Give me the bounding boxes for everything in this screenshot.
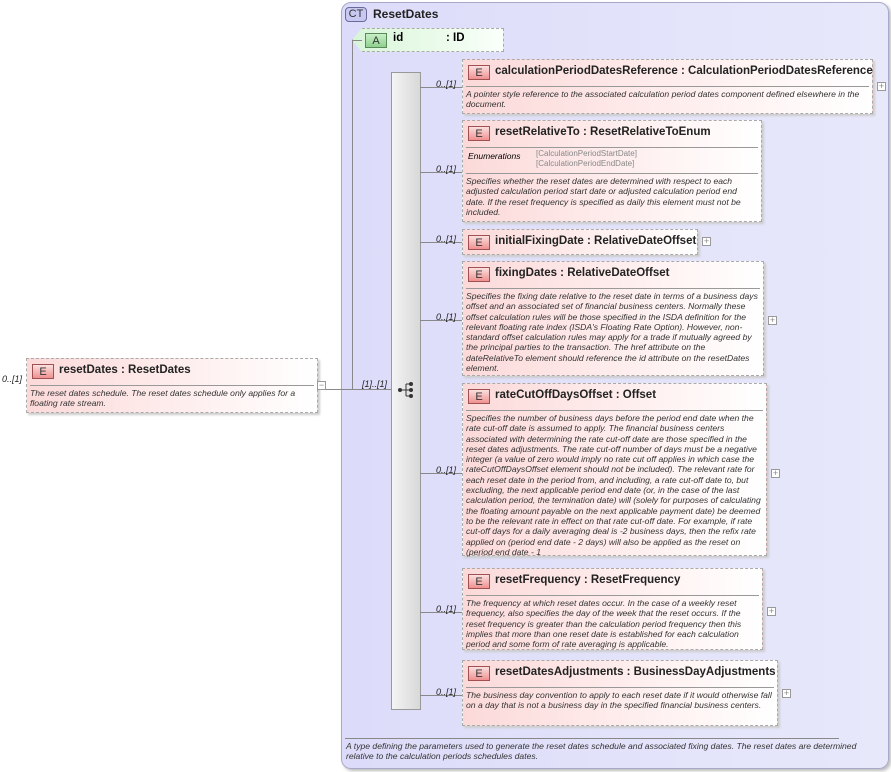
element-badge: E — [468, 126, 490, 141]
enum-values: [CalculationPeriodStartDate][Calculation… — [536, 149, 637, 168]
expand-button[interactable]: + — [877, 81, 886, 91]
element-description: Specifies the fixing date relative to th… — [466, 288, 760, 373]
connector — [420, 320, 462, 321]
element-name: resetFrequency : ResetFrequency — [495, 574, 681, 586]
complex-type-title: ResetDates — [373, 7, 439, 21]
element-description: Specifies the number of business days be… — [466, 410, 763, 557]
connector — [352, 40, 353, 390]
element-cardinality: 0..[1] — [436, 312, 457, 322]
element-cardinality: 0..[1] — [436, 234, 457, 244]
enum-value: [CalculationPeriodStartDate] — [536, 149, 637, 158]
element-name: initialFixingDate : RelativeDateOffset — [495, 235, 697, 247]
element-name: resetDates : ResetDates — [59, 364, 191, 376]
divider — [345, 738, 839, 739]
element-name: fixingDates : RelativeDateOffset — [495, 267, 670, 279]
expand-button[interactable]: + — [702, 236, 711, 246]
connector — [420, 612, 462, 613]
enumerations: Enumerations [CalculationPeriodStartDate… — [466, 147, 758, 169]
element-cardinality: 0..[1] — [436, 164, 457, 174]
root-element-resetDates[interactable]: E resetDates : ResetDates The reset date… — [26, 358, 318, 413]
element-badge: E — [32, 364, 54, 379]
element-badge: E — [468, 666, 490, 681]
enum-value: [CalculationPeriodEndDate] — [536, 158, 635, 168]
connector — [326, 389, 391, 390]
attribute-badge: A — [365, 33, 387, 48]
element-name: rateCutOffDaysOffset : Offset — [495, 389, 657, 401]
connector — [420, 242, 462, 243]
expand-button[interactable]: + — [768, 315, 777, 325]
complex-type-badge: CT — [345, 7, 367, 22]
expand-button[interactable]: + — [782, 688, 791, 698]
sequence-cardinality: [1]..[1] — [362, 379, 388, 389]
element-name: calculationPeriodDatesReference : Calcul… — [495, 65, 873, 77]
element-description: The reset dates schedule. The reset date… — [30, 385, 314, 409]
element-badge: E — [468, 574, 490, 589]
element-cardinality: 0..[1] — [436, 465, 457, 475]
expand-button[interactable]: + — [771, 468, 780, 478]
element-name: resetDatesAdjustments : BusinessDayAdjus… — [495, 666, 776, 678]
element-description: The business day convention to apply to … — [466, 687, 774, 711]
sequence-compositor-icon[interactable] — [397, 381, 417, 399]
connector — [420, 172, 462, 173]
element-box[interactable]: E resetDatesAdjustments : BusinessDayAdj… — [462, 660, 778, 726]
connector — [420, 87, 462, 88]
element-cardinality: 0..[1] — [436, 687, 457, 697]
expand-button[interactable]: + — [767, 606, 776, 616]
enum-label: Enumerations — [468, 151, 521, 161]
root-cardinality: 0..[1] — [2, 374, 23, 384]
element-description: The frequency at which reset dates occur… — [466, 595, 759, 649]
attribute-name: id — [393, 32, 404, 44]
element-name: resetRelativeTo : ResetRelativeToEnum — [495, 126, 711, 138]
element-badge: E — [468, 235, 490, 250]
element-box[interactable]: E calculationPeriodDatesReference : Calc… — [462, 59, 873, 114]
connector — [420, 695, 462, 696]
element-description: A pointer style reference to the associa… — [466, 86, 869, 110]
element-description: Specifies whether the reset dates are de… — [466, 173, 758, 217]
element-badge: E — [468, 65, 490, 80]
connector — [420, 473, 462, 474]
element-cardinality: 0..[1] — [436, 79, 457, 89]
element-cardinality: 0..[1] — [436, 604, 457, 614]
attribute-type: : ID — [446, 32, 465, 44]
element-badge: E — [468, 267, 490, 282]
element-badge: E — [468, 389, 490, 404]
connector — [352, 40, 362, 41]
collapse-button[interactable]: − — [317, 380, 326, 390]
element-box[interactable]: E initialFixingDate : RelativeDateOffset — [462, 229, 698, 255]
complex-type-description: A type defining the parameters used to g… — [346, 741, 857, 762]
